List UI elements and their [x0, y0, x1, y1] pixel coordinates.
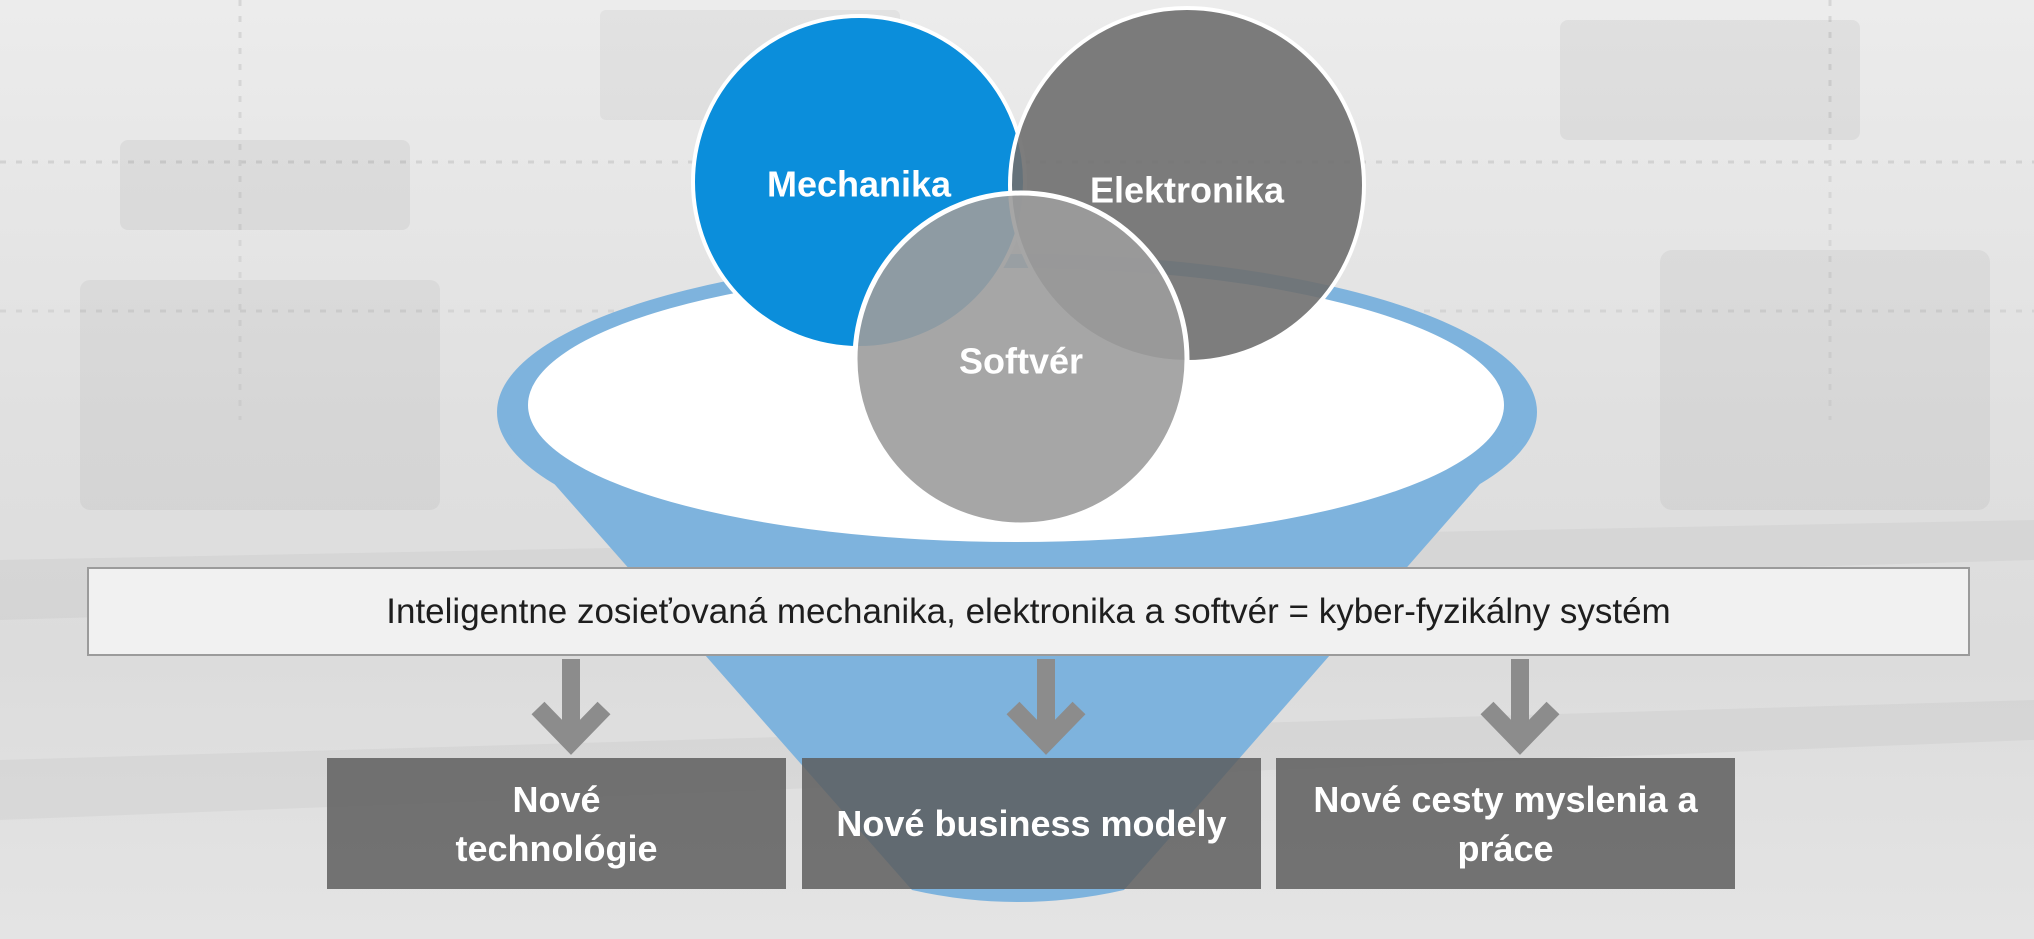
background-machine: [1660, 250, 1990, 510]
circle-softver: Softvér: [852, 190, 1190, 528]
summary-box: Inteligentne zosieťovaná mechanika, elek…: [87, 567, 1970, 656]
outcome-box-new-ways-of-thinking: Nové cesty myslenia a práce: [1276, 758, 1735, 889]
circle-elektronika-label: Elektronika: [1090, 170, 1285, 211]
outcome-label: Nové cesty myslenia a práce: [1313, 778, 1698, 869]
outcome-box-new-business-models: Nové business modely: [802, 758, 1261, 889]
background-machine: [1560, 20, 1860, 140]
circle-mechanika-label: Mechanika: [767, 164, 952, 205]
down-arrow-icon: [1480, 659, 1560, 755]
summary-text: Inteligentne zosieťovaná mechanika, elek…: [386, 591, 1671, 631]
outcome-label: Nové business modely: [836, 803, 1227, 844]
circle-softver-shape: [852, 190, 1190, 528]
funnel-body: [498, 420, 1536, 902]
background-machine: [120, 140, 410, 230]
circle-softver-label: Softvér: [959, 341, 1083, 382]
outcome-label: Nové technológie: [455, 778, 658, 869]
outcome-box-new-technologies: Nové technológie: [327, 758, 786, 889]
down-arrow-icon: [1006, 659, 1086, 755]
down-arrow-icon: [531, 659, 611, 755]
background-machine: [80, 280, 440, 510]
